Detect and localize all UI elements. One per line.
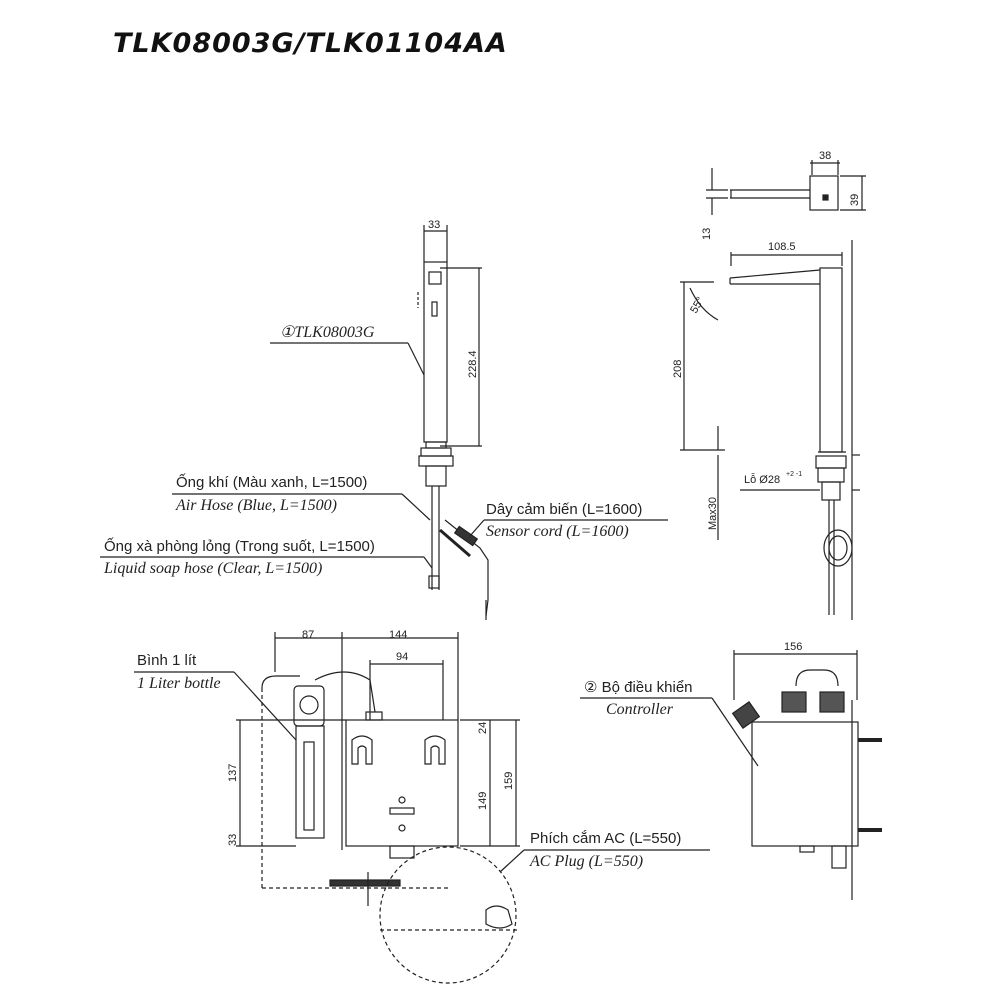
faucet-part-label: ①TLK08003G — [280, 324, 375, 341]
dim-149: 149 — [477, 792, 489, 810]
faucet-front-view — [417, 225, 489, 620]
ac-plug-label-en: AC Plug (L=550) — [530, 853, 644, 870]
dim-faucet-height: 228.4 — [467, 350, 479, 378]
bottle-label-vi: Bình 1 lít — [137, 652, 197, 669]
air-hose-label-en: Air Hose (Blue, L=1500) — [176, 497, 337, 514]
ac-plug-label-vi: Phích cắm AC (L=550) — [530, 830, 682, 847]
dim-24: 24 — [477, 722, 489, 734]
dim-reach: 108.5 — [768, 241, 796, 253]
dim-87: 87 — [302, 629, 314, 641]
sensor-cord-label-vi: Dây cảm biến (L=1600) — [486, 501, 643, 518]
dim-137: 137 — [227, 764, 239, 782]
dim-top-width: 38 — [819, 150, 831, 162]
faucet-side-view — [680, 160, 866, 620]
controller-label-en: Controller — [606, 701, 673, 718]
dim-hole-tolerance: +2 -1 — [786, 471, 802, 478]
dim-top-height: 39 — [849, 194, 861, 206]
dim-angle: 55° — [688, 295, 707, 315]
soap-hose-label-vi: Ống xà phòng lỏng (Trong suốt, L=1500) — [104, 538, 375, 555]
dim-94: 94 — [396, 651, 408, 663]
dim-159: 159 — [503, 772, 515, 790]
dim-144: 144 — [389, 629, 407, 641]
dim-33: 33 — [227, 834, 239, 846]
air-hose-label-vi: Ống khí (Màu xanh, L=1500) — [176, 474, 368, 491]
dim-13: 13 — [701, 228, 713, 240]
sensor-cord-label-en: Sensor cord (L=1600) — [486, 523, 629, 540]
dim-side-height: 208 — [672, 360, 684, 378]
dim-max: Max30 — [707, 497, 719, 530]
dim-hole: Lỗ Ø28 — [744, 473, 780, 486]
dim-faucet-width: 33 — [428, 219, 440, 231]
controller-view — [731, 650, 882, 900]
soap-hose-label-en: Liquid soap hose (Clear, L=1500) — [104, 560, 323, 577]
controller-label-vi: ② Bộ điều khiển — [584, 679, 693, 696]
bottle-label-en: 1 Liter bottle — [137, 675, 221, 692]
leader-lines — [100, 342, 759, 873]
dim-156: 156 — [784, 641, 802, 653]
page-title: TLK08003G/TLK01104AA — [113, 28, 508, 59]
bottle-assembly-view — [236, 632, 520, 984]
